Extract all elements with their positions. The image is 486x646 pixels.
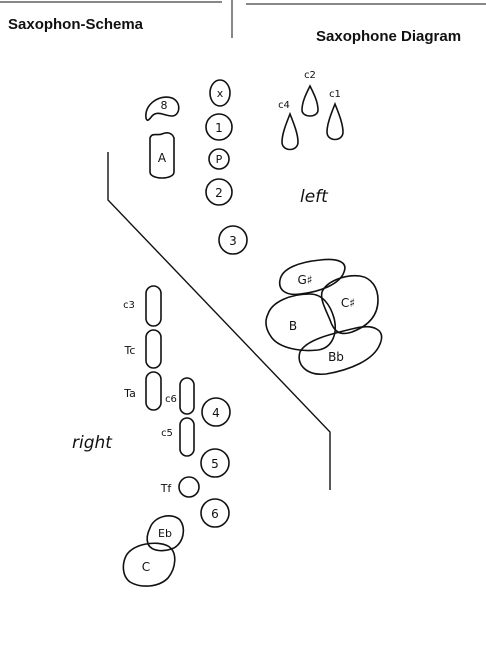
csharp-key: C♯: [320, 274, 379, 335]
c6-key: c6: [165, 377, 195, 415]
p-key-label: P: [216, 153, 223, 166]
key-3-label: 3: [229, 234, 237, 248]
tf-key: Tf: [160, 476, 200, 498]
c3-key-label: c3: [123, 300, 135, 311]
eb-key: Eb: [146, 515, 185, 552]
octave-key: 8: [145, 96, 180, 121]
key-3: 3: [218, 225, 248, 255]
left-hand-label: left: [300, 187, 329, 207]
c-key: C: [122, 542, 176, 587]
key-5: 5: [200, 448, 230, 478]
c1-key-label: c1: [329, 89, 341, 100]
tc-key: Tc: [124, 329, 162, 369]
c-key-label: C: [142, 560, 150, 574]
c2-key-label: c2: [304, 70, 316, 81]
c5-key-label: c5: [161, 428, 173, 439]
key-4-label: 4: [212, 406, 220, 420]
body-outline: [107, 152, 331, 490]
bb-key-label: Bb: [328, 350, 344, 364]
key-6-label: 6: [211, 507, 219, 521]
x-key-label: x: [217, 87, 224, 100]
p-key: P: [208, 148, 230, 170]
c4-key: c4: [278, 100, 299, 151]
key-1: 1: [205, 113, 233, 141]
c1-key: c1: [326, 89, 344, 141]
eb-key-label: Eb: [158, 527, 172, 540]
tf-key-label: Tf: [160, 482, 173, 495]
b-key: B: [265, 293, 336, 352]
x-key: x: [209, 79, 231, 107]
c4-key-label: c4: [278, 100, 290, 111]
octave-key-label: 8: [161, 99, 168, 112]
c2-key: c2: [301, 70, 319, 117]
bb-key: Bb: [298, 326, 383, 375]
gsharp-key: G♯: [278, 258, 346, 296]
key-4: 4: [201, 397, 231, 427]
right-hand-label: right: [72, 433, 113, 453]
key-5-label: 5: [211, 457, 219, 471]
ta-key: Ta: [123, 371, 162, 411]
c5-key: c5: [161, 417, 195, 457]
c3-key: c3: [123, 285, 162, 327]
b-key-label: B: [289, 319, 297, 333]
ta-key-label: Ta: [123, 387, 136, 400]
title-german: Saxophon-Schema: [8, 16, 144, 33]
gsharp-key-label: G♯: [297, 273, 312, 287]
c6-key-label: c6: [165, 394, 177, 405]
a-key-label: A: [158, 151, 167, 165]
key-1-label: 1: [215, 121, 223, 135]
tc-key-label: Tc: [124, 344, 136, 357]
a-key: A: [149, 132, 175, 179]
key-2-label: 2: [215, 186, 223, 200]
key-6: 6: [200, 498, 230, 528]
key-2: 2: [205, 178, 233, 206]
csharp-key-label: C♯: [341, 296, 355, 310]
title-english: Saxophone Diagram: [316, 28, 462, 45]
